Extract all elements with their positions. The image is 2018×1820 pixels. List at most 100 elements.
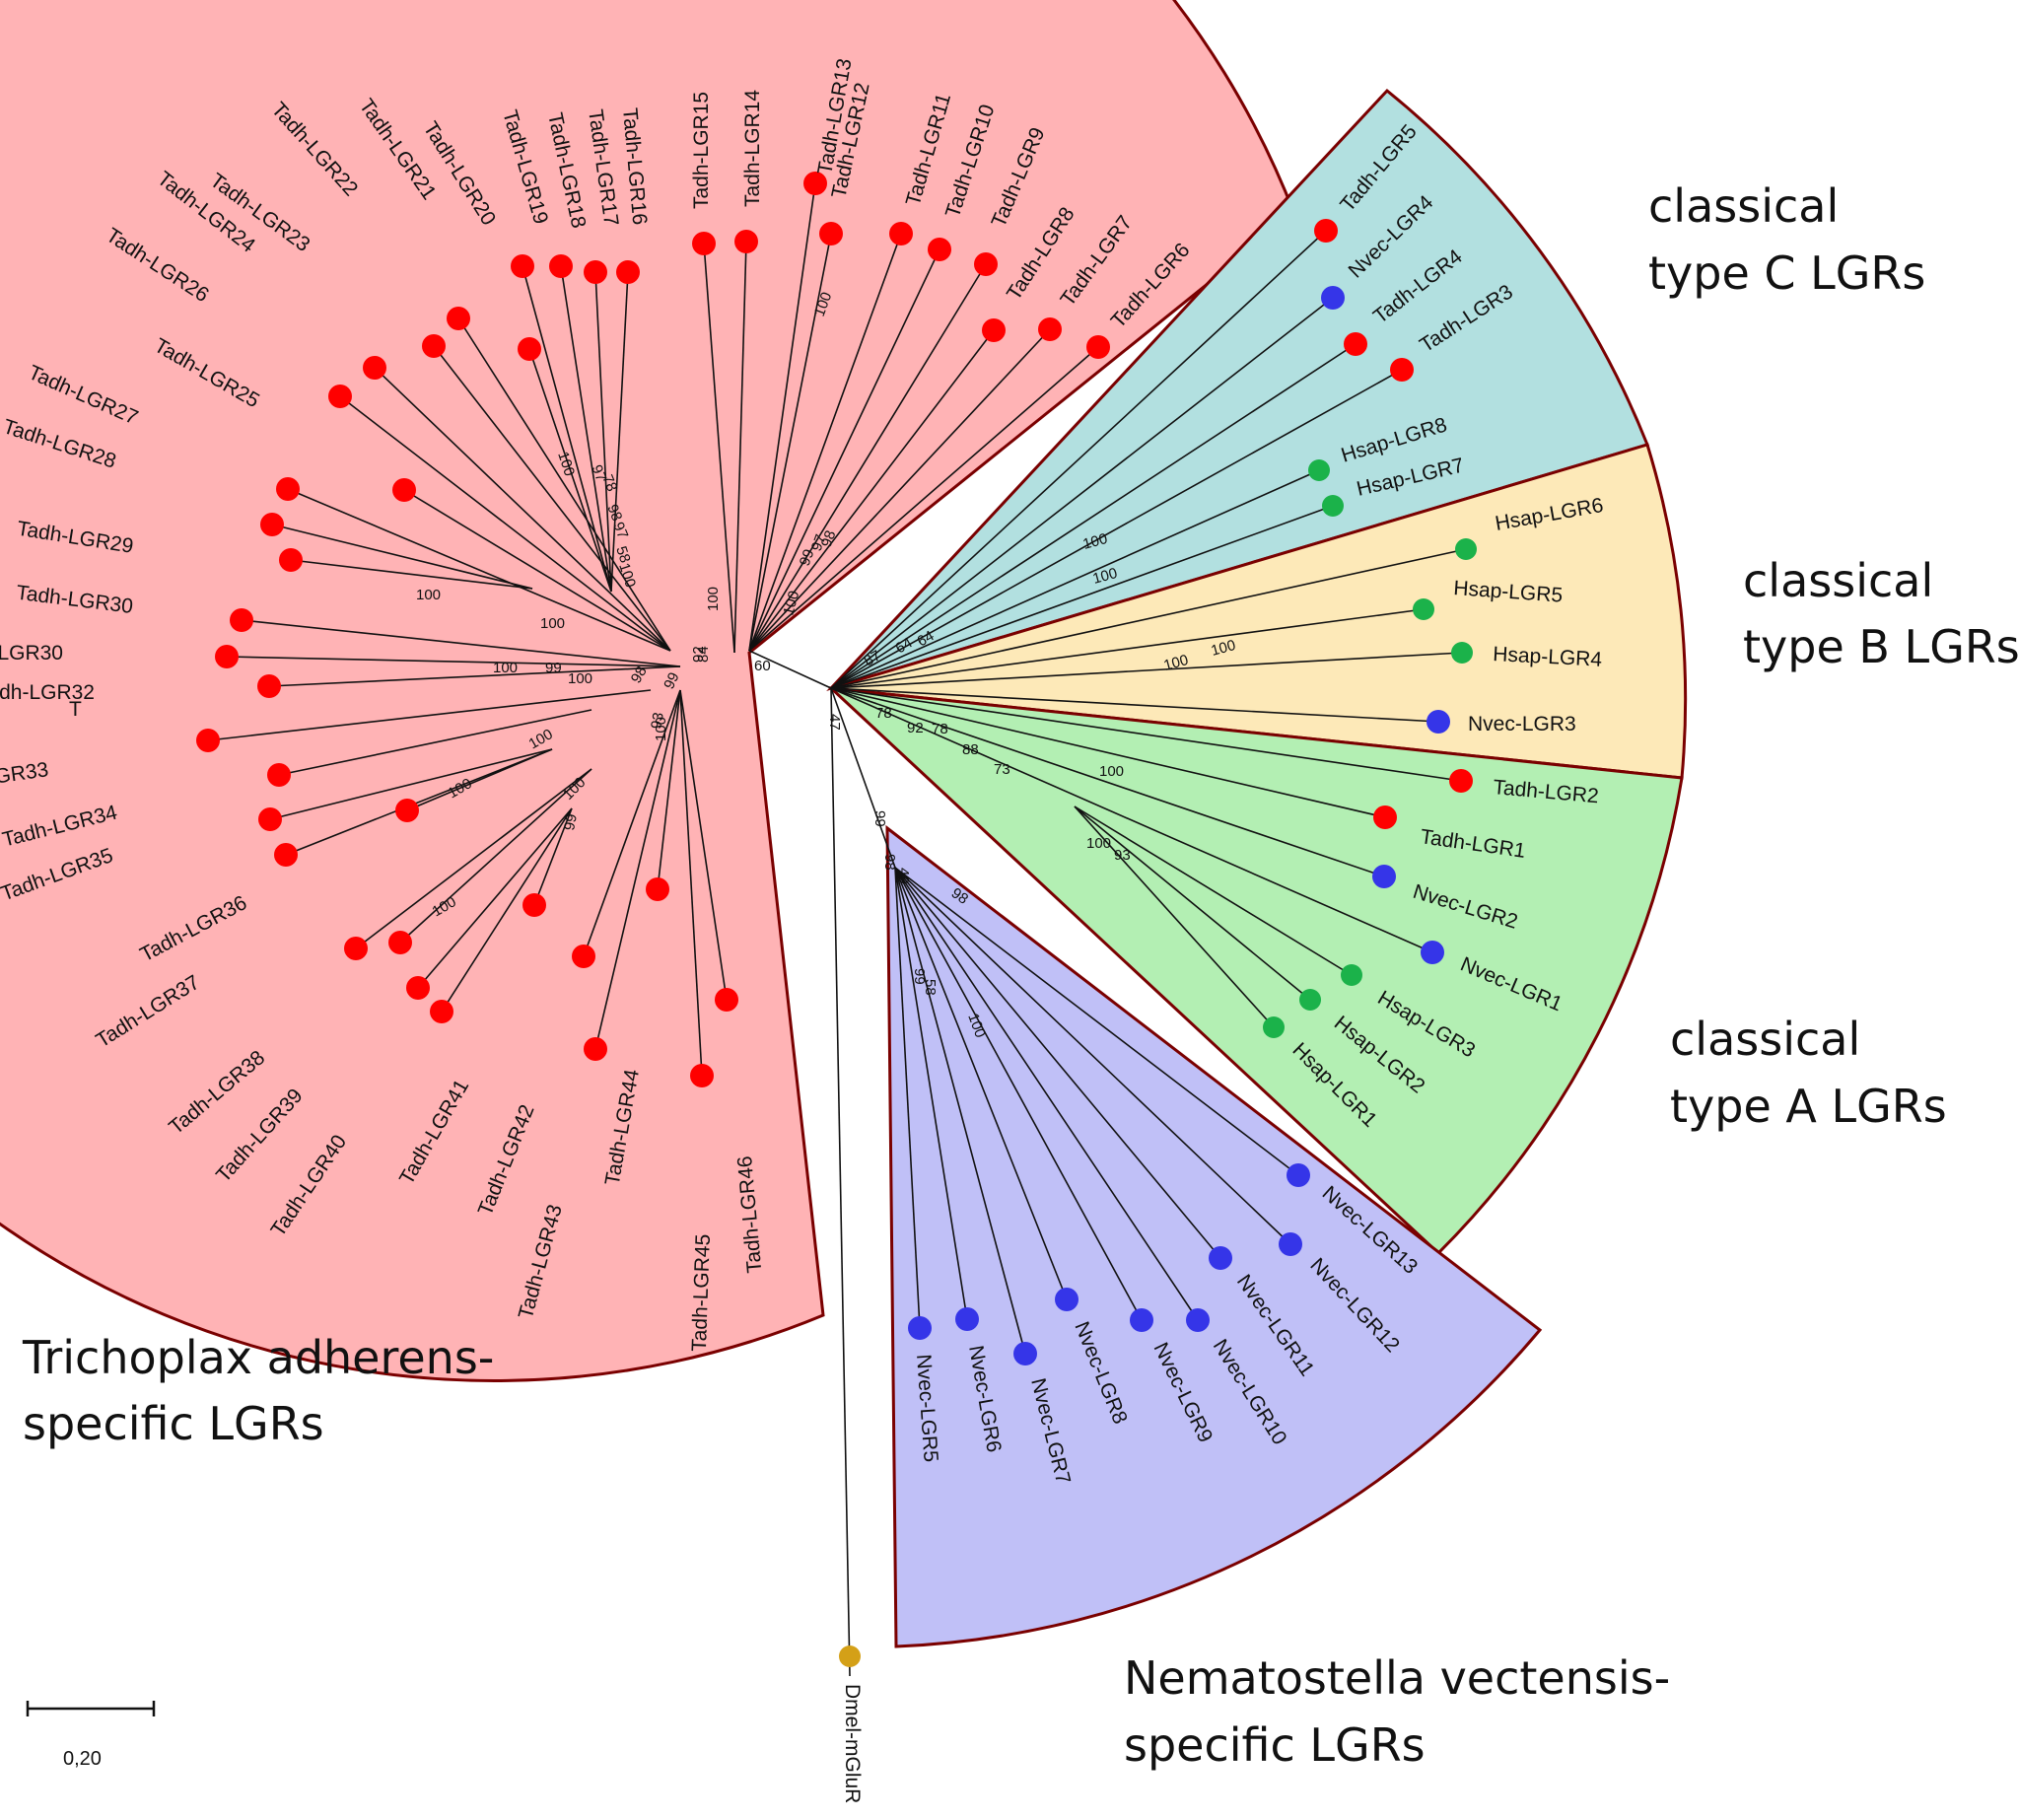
leaf-dot [344,937,368,960]
bootstrap-value: 100 [416,587,441,603]
leaf-dot [1038,317,1062,341]
leaf-dot [1390,358,1414,382]
type-a-clade-sector [826,686,1684,1256]
leaf-label: Nvec-LGR3 [1468,713,1576,735]
label-nematostella-line2: specific LGRs [1124,1718,1426,1772]
leaf-dot [982,318,1006,342]
leaf-dot [572,945,595,968]
leaf-dot [392,478,416,502]
leaf-dot [328,385,352,408]
leaf-dot [1451,642,1473,664]
leaf-dot [406,976,430,1000]
label-trichoplax-line2: specific LGRs [23,1397,324,1450]
leaf-dot [230,608,253,632]
leaf-dot [511,254,534,278]
leaf-dot [518,337,541,361]
bootstrap-value: 73 [994,761,1010,778]
leaf-dot [549,254,573,278]
leaf-dot [584,260,607,284]
tree-branches [207,182,1467,1677]
label-type-b-line2: type B LGRs [1743,620,2018,673]
leaf-dot [1287,1163,1310,1187]
label-type-c-line2: type C LGRs [1648,246,1925,300]
bootstrap-value: 97 [808,532,830,553]
leaf-dot [267,763,291,787]
leaf-dot [1321,286,1345,310]
label-type-c-line1: classical [1648,179,1839,233]
bootstrap-value: 78 [875,705,892,722]
type-b-clade-sector [830,443,1688,780]
scale-bar: 0,20 [26,1701,156,1770]
leaf-dot [276,477,300,501]
bootstrap-value: 100 [1210,637,1238,660]
leaf-dot [274,843,298,867]
leaf-dot [363,356,386,380]
scale-bar-label: 0,20 [63,1748,102,1770]
bootstrap-value: 87 [862,647,884,669]
bootstrap-value: 99 [561,812,581,831]
leaf-dot [646,877,669,901]
bootstrap-value: 60 [754,658,771,674]
leaf-dot [1055,1288,1079,1311]
leaf-dot [215,645,239,668]
label-type-a-line2: type A LGRs [1670,1080,1947,1133]
leaf-dot [734,230,758,253]
leaf-markers [196,172,1477,1667]
bootstrap-value: 58 [612,544,633,565]
bootstrap-value: 100 [780,589,802,617]
bootstrap-value: 99 [661,669,682,691]
bootstrap-value: 93 [1114,847,1131,864]
label-type-a-line1: classical [1670,1013,1860,1066]
leaf-dot [584,1037,607,1061]
leaf-dot [1372,865,1396,888]
bootstrap-value: 98 [818,528,840,549]
bootstrap-value: 100 [1162,652,1191,674]
bootstrap-value: 100 [1086,835,1111,852]
bootstrap-value: 100 [1081,530,1110,553]
leaf-dot [1455,538,1477,560]
bootstrap-value: 47 [826,714,843,731]
leaf-dot [430,1000,453,1023]
leaf-dot [279,548,303,572]
leaf-dot [692,232,716,255]
leaf-dot [715,988,738,1012]
leaf-label: Dmel-mGluR [841,1684,864,1803]
leaf-dot [908,1316,932,1340]
bootstrap-value: 99 [797,547,818,568]
bootstrap-value: 92 [690,646,707,663]
bootstrap-value: 88 [962,741,979,758]
bootstrap-value: 100 [1099,763,1124,780]
bootstrap-value: 78 [598,472,620,494]
leaf-dot [690,1064,714,1087]
bootstrap-value: 97 [609,520,631,541]
bootstrap-value: 98 [628,664,651,686]
leaf-dot [522,893,546,917]
bootstrap-value: 98 [948,884,971,907]
bootstrap-value: 58 [922,979,939,996]
bootstrap-value: 100 [615,561,639,590]
label-trichoplax-line1: Trichoplax adherens- [22,1331,494,1384]
leaf-label: Tadh-LGR32 [0,681,95,704]
bootstrap-value: 100 [653,717,669,741]
leaf-dot [1373,805,1397,829]
leaf-dot [819,222,843,245]
leaf-dot [928,238,951,261]
leaf-dot [257,674,281,698]
bootstrap-value: 98 [603,502,625,524]
leaf-dot [395,799,419,822]
leaf-dot [1449,769,1473,793]
leaf-dot [1421,941,1444,964]
stray-label: T [69,698,82,721]
bootstrap-value: 100 [493,660,518,676]
leaf-dot [889,222,913,245]
bootstrap-value: 99 [871,810,888,827]
bootstrap-value: 100 [1091,565,1120,588]
leaf-dot [1308,459,1330,481]
leaf-dot [1299,989,1321,1011]
label-type-b-line1: classical [1743,554,1933,607]
nematostella-clade-sector [885,824,1543,1648]
leaf-dot [196,729,220,752]
leaf-dot [839,1645,861,1667]
bootstrap-value: 99 [545,660,562,676]
bootstrap-value: 98 [881,854,898,871]
